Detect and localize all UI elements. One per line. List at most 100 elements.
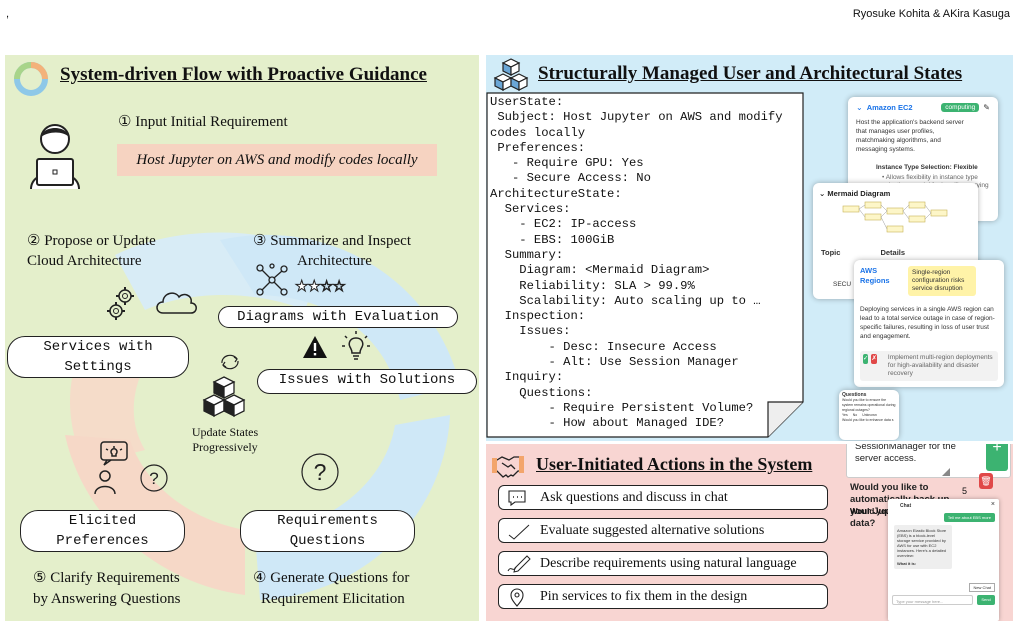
state-line: - EC2: IP-access <box>490 217 637 232</box>
map-pin-icon <box>510 588 524 607</box>
state-line: - Desc: Insecure Access <box>490 339 717 354</box>
refresh-logo-icon <box>13 61 49 102</box>
actions-panel: User-Initiated Actions in the System Ask… <box>486 444 1013 621</box>
step-3-label-line2: Architecture <box>297 253 372 269</box>
system-flow-panel: System-driven Flow with Proactive Guidan… <box>5 55 479 621</box>
mermaid-title-text: Mermaid Diagram <box>827 189 891 198</box>
state-line: - Alt: Use Session Manager <box>490 355 739 370</box>
step-5-label-line1: ⑤ Clarify Requirements <box>33 570 180 586</box>
gears-icon <box>105 285 139 326</box>
state-line: Subject: Host Jupyter on AWS and modify <box>490 110 783 125</box>
handshake-icon <box>491 453 525 484</box>
close-icon[interactable]: × <box>990 501 995 508</box>
state-line: - EBS: 100GiB <box>490 232 615 247</box>
ec2-selection: Instance Type Selection: Flexible <box>876 164 978 171</box>
actions-title: User-Initiated Actions in the System <box>536 454 813 474</box>
add-button[interactable]: + <box>986 444 1008 471</box>
answer-no[interactable]: No <box>852 413 858 417</box>
regions-card[interactable]: AWS Regions Single-region configuration … <box>854 260 1004 387</box>
action-label: Ask questions and discuss in chat <box>540 490 728 505</box>
pin-icon[interactable]: ✎ <box>983 103 990 112</box>
state-line: Diagram: <Mermaid Diagram> <box>490 263 710 278</box>
count-label: 5 <box>962 486 968 496</box>
action-pin[interactable]: Pin services to fix them in the design <box>498 584 828 609</box>
pill-services-line2: Settings <box>64 359 132 375</box>
mermaid-title: ⌄ Mermaid Diagram <box>819 189 972 198</box>
send-button[interactable]: Send <box>977 595 995 605</box>
chevron-down-icon[interactable]: ⌄ <box>856 103 863 112</box>
state-line: UserState: <box>490 95 564 109</box>
pill-questions-line1: Requirements <box>277 513 378 529</box>
questions-q2: Would you like to enhance data s <box>842 418 894 422</box>
chat-bot-subheading: What it is: <box>897 561 917 566</box>
questions-q1: Would you like to ensure the system rema… <box>842 398 896 412</box>
chat-bubble-icon <box>508 490 526 507</box>
svg-text:?: ? <box>314 459 327 485</box>
graph-nodes-icon <box>255 263 289 302</box>
state-line: Summary: <box>490 247 564 262</box>
chat-window[interactable]: Chat × Tell me about EBS more Amazon Ela… <box>888 499 999 621</box>
regions-name: AWS Regions <box>860 266 890 285</box>
rating-stars: ★★☆☆ <box>295 278 347 296</box>
action-label: Describe requirements using natural lang… <box>540 556 797 571</box>
state-line: Inquiry: <box>490 370 564 385</box>
thumbs-down-icon[interactable]: ✗ <box>871 354 877 364</box>
step-1-label: ① Input Initial Requirement <box>118 114 288 130</box>
action-label: Pin services to fix them in the design <box>540 589 748 604</box>
thumbs-up-icon[interactable]: ✓ <box>863 354 869 364</box>
questions-card[interactable]: Questions Would you like to ensure the s… <box>839 390 899 440</box>
cubes-icon <box>202 375 246 424</box>
answer-yes[interactable]: Yes <box>842 413 848 417</box>
mermaid-table-header: Topic Details <box>819 248 972 257</box>
question-circle-icon: ? <box>139 463 169 498</box>
state-text: UserState: Subject: Host Jupyter on AWS … <box>490 95 783 432</box>
chat-message-input[interactable]: Type your message here... <box>892 595 973 605</box>
thinking-person-icon <box>91 440 131 501</box>
chevron-down-icon: ⌄ <box>819 189 828 198</box>
chat-input-box[interactable]: I'd like to use SessionManager for the s… <box>846 444 1011 478</box>
mermaid-details: Details <box>880 248 906 257</box>
pill-services: Services with Settings <box>7 336 189 378</box>
state-line: - Require GPU: Yes <box>490 156 644 171</box>
action-ask-chat[interactable]: Ask questions and discuss in chat <box>498 485 828 510</box>
action-evaluate[interactable]: Evaluate suggested alternative solutions <box>498 518 828 543</box>
would-you-label: Would you li <box>850 507 898 516</box>
arc-generate <box>255 415 450 600</box>
pen-writing-icon <box>507 555 531 573</box>
action-describe[interactable]: Describe requirements using natural lang… <box>498 551 828 576</box>
header-mark: , <box>6 8 10 20</box>
chat-user-message: Tell me about EBS more <box>943 513 995 522</box>
chat-title: Chat <box>900 503 912 509</box>
regions-description: Deploying services in a single AWS regio… <box>860 306 995 340</box>
user-laptop-icon <box>23 117 87 198</box>
step-2-label-line2: Cloud Architecture <box>27 253 142 269</box>
cycle-arrows-icon <box>219 353 241 376</box>
regions-risk: Single-region configuration risks servic… <box>908 266 976 296</box>
state-panel: Structurally Managed User and Architectu… <box>486 55 1013 441</box>
delete-icon[interactable]: 🗑 <box>979 473 993 489</box>
state-line: Questions: <box>490 385 593 400</box>
state-line: ArchitectureState: <box>490 186 622 201</box>
state-line: - How about Managed IDE? <box>490 416 725 431</box>
chat-input-text[interactable]: I'd like to use SessionManager for the s… <box>855 444 956 464</box>
pill-diagrams: Diagrams with Evaluation <box>218 306 458 328</box>
state-document: UserState: Subject: Host Jupyter on AWS … <box>486 92 804 438</box>
question-circle-large-icon: ? <box>299 451 341 498</box>
mermaid-sec: SECU <box>833 281 852 288</box>
state-line: codes locally <box>490 125 586 140</box>
state-line: - Secure Access: No <box>490 171 651 186</box>
state-line: - Require Persistent Volume? <box>490 400 754 415</box>
step-4-label-line1: ④ Generate Questions for <box>253 570 410 586</box>
ec2-description: Host the application's backend server th… <box>856 119 964 153</box>
pill-preferences-line1: Elicited <box>68 513 137 529</box>
answer-unknown[interactable]: Unknown <box>862 413 877 417</box>
state-line: Preferences: <box>490 140 586 155</box>
chat-bot-message: Amazon Elastic Block Store (EBS) is a bl… <box>894 525 952 569</box>
questions-title: Questions <box>842 392 867 398</box>
arc-summarize <box>220 234 460 400</box>
new-chat-button[interactable]: New Chat <box>969 583 995 592</box>
center-label-line2: Progressively <box>192 440 258 454</box>
step-3-label-line1: ③ Summarize and Inspect <box>253 233 411 249</box>
cloud-icon <box>153 287 199 322</box>
step-2-label-line1: ② Propose or Update <box>27 233 156 249</box>
